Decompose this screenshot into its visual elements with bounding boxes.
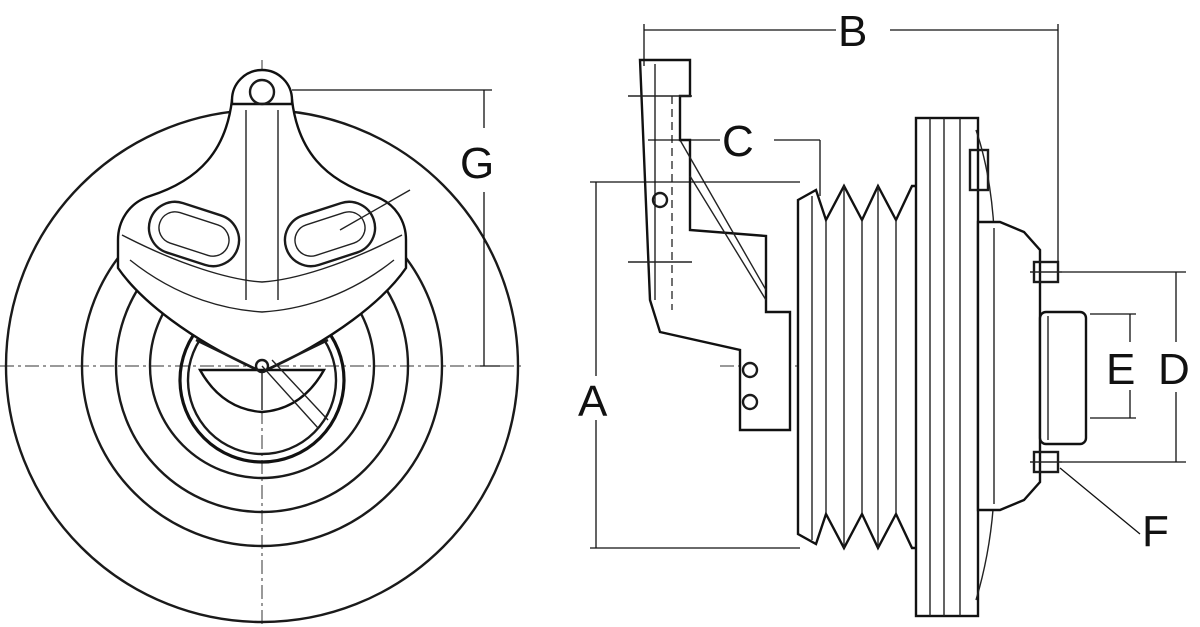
- dimension-b: B: [643, 7, 1059, 262]
- dimension-e: E: [1090, 313, 1136, 419]
- right-adjustment-slot: [283, 200, 377, 268]
- dimension-g: G: [292, 89, 500, 367]
- side-view: [628, 58, 1088, 618]
- label-g: G: [460, 139, 494, 188]
- label-b: B: [838, 7, 867, 56]
- label-a: A: [578, 377, 608, 426]
- dimension-a: A: [578, 181, 800, 549]
- hub-body: [976, 220, 1042, 512]
- bracket-plate: [638, 58, 792, 432]
- label-d: D: [1158, 345, 1190, 394]
- left-adjustment-slot: [147, 200, 241, 268]
- mounting-hole: [248, 78, 276, 106]
- front-view: [0, 60, 525, 627]
- clutch-flange: [914, 116, 980, 618]
- label-e: E: [1106, 345, 1135, 394]
- label-f: F: [1142, 507, 1169, 556]
- label-c: C: [722, 117, 754, 166]
- dimension-f: F: [1059, 467, 1169, 556]
- dimension-c: C: [648, 117, 821, 196]
- pulley-body: [796, 183, 932, 551]
- dimension-d: D: [1062, 271, 1190, 463]
- output-shaft: [1038, 310, 1088, 446]
